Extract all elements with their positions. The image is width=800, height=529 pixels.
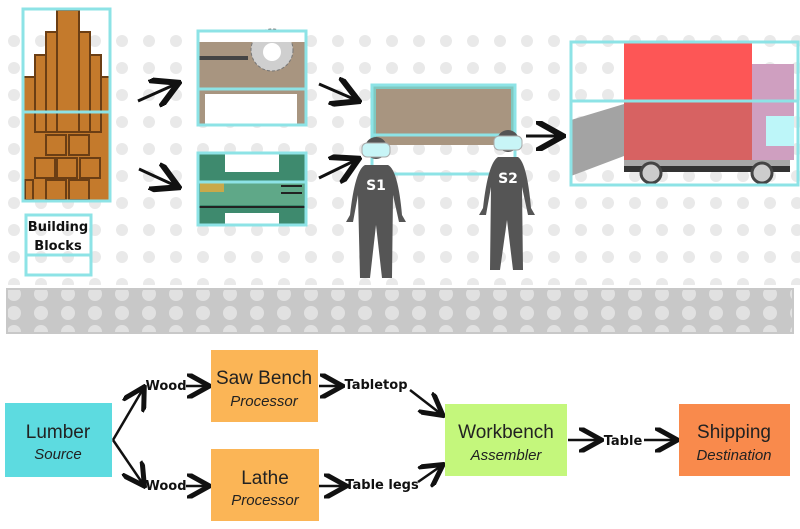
svg-text:Assembler: Assembler (470, 447, 543, 464)
node-lumber: Lumber Source (5, 403, 112, 477)
svg-text:Source: Source (34, 446, 82, 463)
truck-icon (569, 40, 800, 187)
svg-text:Workbench: Workbench (458, 422, 554, 443)
svg-text:Destination: Destination (696, 447, 771, 464)
svg-text:Lathe: Lathe (241, 468, 289, 489)
svg-text:Processor: Processor (230, 393, 299, 410)
svg-text:S2: S2 (498, 171, 518, 187)
svg-text:Building: Building (28, 220, 88, 235)
worker-s2: S2 (479, 130, 535, 270)
saw-bench-icon (196, 28, 308, 127)
workbench-icon (370, 83, 517, 176)
node-workbench: Workbench Assembler (445, 404, 567, 476)
scene-arrows (137, 84, 560, 186)
node-shipping: Shipping Destination (679, 404, 790, 476)
lumber-stack-icon (22, 9, 111, 202)
edge-label-table-legs: Table legs (345, 478, 419, 493)
node-saw-bench: Saw Bench Processor (211, 350, 318, 422)
edge-label-table: Table (604, 434, 643, 449)
lathe-icon (196, 151, 308, 227)
flow-arrows (111, 386, 675, 486)
building-blocks-label: Building Blocks (24, 213, 93, 277)
worker-s1: S1 (346, 137, 406, 278)
svg-text:Lumber: Lumber (26, 422, 91, 443)
svg-text:S1: S1 (366, 178, 386, 194)
svg-text:Blocks: Blocks (34, 239, 82, 254)
svg-text:Saw Bench: Saw Bench (216, 368, 312, 389)
edge-label-wood-top: Wood (145, 379, 186, 394)
svg-text:Shipping: Shipping (697, 422, 771, 443)
edge-label-tabletop: Tabletop (345, 378, 408, 393)
conveyor-belt (6, 288, 794, 334)
edge-label-wood-bottom: Wood (145, 479, 186, 494)
lumber-selection-box (21, 7, 112, 203)
node-lathe: Lathe Processor (211, 449, 319, 521)
svg-text:Processor: Processor (231, 492, 300, 509)
